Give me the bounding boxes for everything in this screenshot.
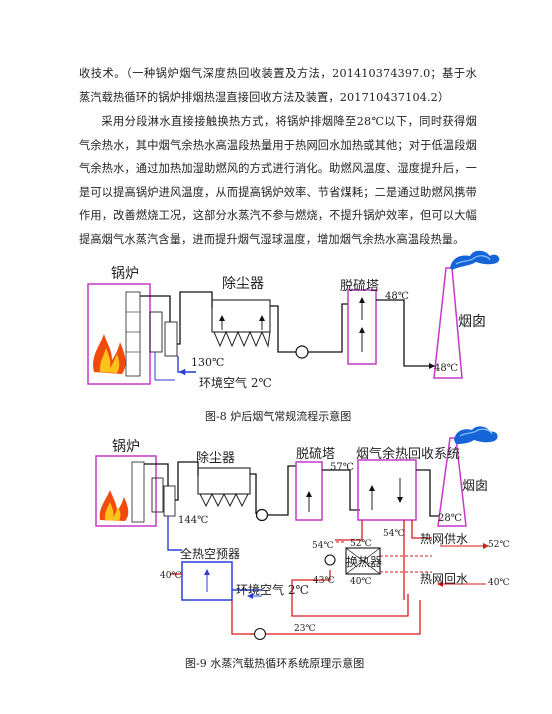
- dust-hoppers: [213, 330, 271, 348]
- fig9-temp-40-left: 40℃: [160, 571, 182, 581]
- fig9-chimney-label: 烟囱: [462, 479, 488, 494]
- fig9-dust-label: 除尘器: [196, 451, 235, 466]
- fig9-exchanger-label: 换热器: [346, 555, 382, 569]
- fig8-desulf-label: 脱硫塔: [340, 279, 379, 294]
- fig8-temp-48-bottom: 48℃: [434, 363, 458, 374]
- fig9-economizer: [151, 477, 164, 513]
- smoke-plume: [450, 250, 500, 270]
- fig9-dust-collector: [197, 467, 251, 495]
- air-preheater: [164, 321, 178, 357]
- fig9-desulf-label: 脱硫塔: [296, 447, 335, 462]
- paragraph-patents: 收技术。（一种锅炉烟气深度热回收装置及方法，201410374397.0；基于水…: [79, 67, 477, 104]
- fig8-chimney-label: 烟囱: [458, 314, 486, 330]
- fig9-preheater-box: [163, 485, 176, 517]
- fig9-smoke-plume: [454, 426, 498, 444]
- boiler-tube-bank: [125, 291, 141, 377]
- fig8-air-label: 环境空气 2℃: [199, 375, 272, 390]
- fig9-desulf-tower: [295, 461, 323, 521]
- fig9-temp-144: 144℃: [178, 515, 208, 526]
- economizer: [149, 311, 163, 353]
- fig9-temp-54-right: 54℃: [383, 529, 405, 539]
- fig9-recovery-system: [357, 459, 417, 521]
- fig9-temp-57: 57℃: [330, 462, 354, 473]
- fig9-temp-40-mid: 40℃: [350, 577, 372, 587]
- fig9-temp-52-supply: 52℃: [488, 540, 510, 550]
- fig9-return-label: 热网回水: [420, 572, 468, 586]
- fig9-boiler-outline: [95, 455, 157, 527]
- fig9-air-label: 环境空气 2℃: [236, 582, 309, 597]
- fig8-boiler-label: 锅炉: [111, 266, 139, 282]
- fig9-temp-52-mid: 52℃: [350, 539, 372, 549]
- fig9-tube-bank: [131, 461, 145, 523]
- fig9-temp-28: 28℃: [438, 513, 462, 524]
- fig9-recovery-label: 烟气余热回收系统: [356, 446, 460, 462]
- fig9-temp-43: 43℃: [313, 576, 335, 586]
- fig9-full-heat-preheater: [181, 561, 233, 601]
- fig9-flame-icon: [99, 490, 129, 521]
- fig9-pump-bottom: [253, 627, 267, 641]
- fig9-boiler-label: 锅炉: [112, 439, 140, 455]
- figure-9-caption: 图-9 水蒸汽载热循环系统原理示意图: [185, 657, 365, 670]
- flame-icon: [93, 334, 126, 374]
- desulfurization-tower: [347, 289, 377, 365]
- dust-collector: [211, 299, 271, 333]
- fig8-temp-130: 130℃: [191, 356, 224, 369]
- fig8-dust-label: 除尘器: [222, 276, 264, 292]
- fig9-preheater-label: 全热空预器: [180, 546, 240, 561]
- figure-8-caption: 图-8 炉后烟气常规流程示意图: [205, 410, 352, 423]
- fig9-fan: [255, 508, 269, 522]
- fig9-temp-23: 23℃: [294, 624, 316, 634]
- fig9-temp-40-return: 40℃: [488, 578, 510, 588]
- fig9-temp-54-left: 54℃: [312, 541, 334, 551]
- fig9-dust-hoppers: [199, 492, 250, 508]
- fig8-temp-48-top: 48℃: [385, 291, 409, 302]
- fig9-supply-label: 热网供水: [420, 532, 468, 546]
- fig9-pump-mid: [324, 554, 336, 566]
- paragraph-method: 采用分段淋水直接接触换热方式，将锅炉排烟降至28℃以下，同时获得烟气余热水，其中…: [79, 115, 477, 246]
